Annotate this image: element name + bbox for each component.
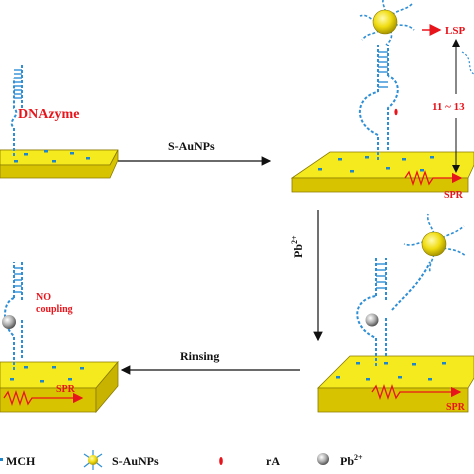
legend-label-mch: MCH <box>6 454 36 468</box>
mch-dots <box>336 362 446 381</box>
mch-dots <box>14 150 90 163</box>
step-arrow-s-aunps: S-AuNPs <box>118 139 272 166</box>
no-coupling-label-2: coupling <box>36 304 73 315</box>
lsp-label: LSP <box>445 25 465 37</box>
released-aunp <box>403 213 467 273</box>
legend-pb-sup: 2+ <box>354 453 363 462</box>
s-aunp-icon <box>83 450 103 470</box>
gold-chip-top-right <box>290 151 474 193</box>
legend-item-s-aunps: S-AuNPs <box>83 450 159 470</box>
legend-item-ra: rA <box>219 454 280 468</box>
distance-label: 11 ~ 13 <box>432 101 465 113</box>
legend-label-ra: rA <box>266 454 280 468</box>
lsp-arrow: LSP <box>422 24 465 37</box>
cleaved-dnazyme <box>356 258 431 366</box>
pb-step-text: Pb <box>291 244 305 258</box>
dnazyme-duplex <box>358 45 399 160</box>
s-aunps-step-label: S-AuNPs <box>168 139 215 153</box>
spr-label-top-right: SPR <box>444 190 464 201</box>
panel-cleaved: SPR <box>317 213 474 413</box>
panel-rinsed: NO coupling SPR <box>0 262 119 414</box>
panel-initial-dnazyme: DNAzyme <box>0 65 119 179</box>
legend-label-pb: Pb2+ <box>340 453 363 468</box>
legend-label-s-aunps: S-AuNPs <box>112 454 159 468</box>
mch-dots <box>318 156 434 173</box>
spr-wave-bottom-left: SPR <box>3 384 84 407</box>
ra-icon <box>219 457 223 465</box>
step-arrow-rinsing: Rinsing <box>120 349 300 375</box>
legend: MCH S-AuNPs rA Pb2+ <box>0 450 363 470</box>
distance-indicator: 11 ~ 13 <box>432 39 474 173</box>
spr-label-bottom-left: SPR <box>56 384 76 395</box>
legend-pb-text: Pb <box>340 454 354 468</box>
panel-hybridized-aunp: LSP 11 ~ 13 SPR <box>290 0 474 201</box>
mch-icon <box>0 458 3 461</box>
pb-ion-bound <box>365 313 379 327</box>
no-coupling-label-1: NO <box>36 292 51 303</box>
dnazyme-strand <box>10 65 23 156</box>
spr-wave-bottom-right: SPR <box>371 383 466 413</box>
spr-wave-top-right: SPR <box>404 169 464 201</box>
spr-label-bottom-right: SPR <box>446 402 466 413</box>
step-arrow-pb: Pb2+ <box>290 210 323 342</box>
legend-item-mch: MCH <box>0 454 36 468</box>
gold-chip-top-left <box>0 149 119 179</box>
pb-ion-bound <box>2 315 16 329</box>
pb-step-sup: 2+ <box>290 235 299 244</box>
rinsing-label: Rinsing <box>180 349 219 363</box>
gold-nanoparticle <box>359 0 415 46</box>
pb-step-label: Pb2+ <box>290 235 305 258</box>
dnazyme-label: DNAzyme <box>18 107 79 122</box>
legend-item-pb: Pb2+ <box>317 453 363 468</box>
ra-site <box>394 108 398 116</box>
mch-dots <box>10 366 84 383</box>
rinsed-dnazyme <box>4 262 23 370</box>
pb-ion-icon <box>317 453 329 465</box>
